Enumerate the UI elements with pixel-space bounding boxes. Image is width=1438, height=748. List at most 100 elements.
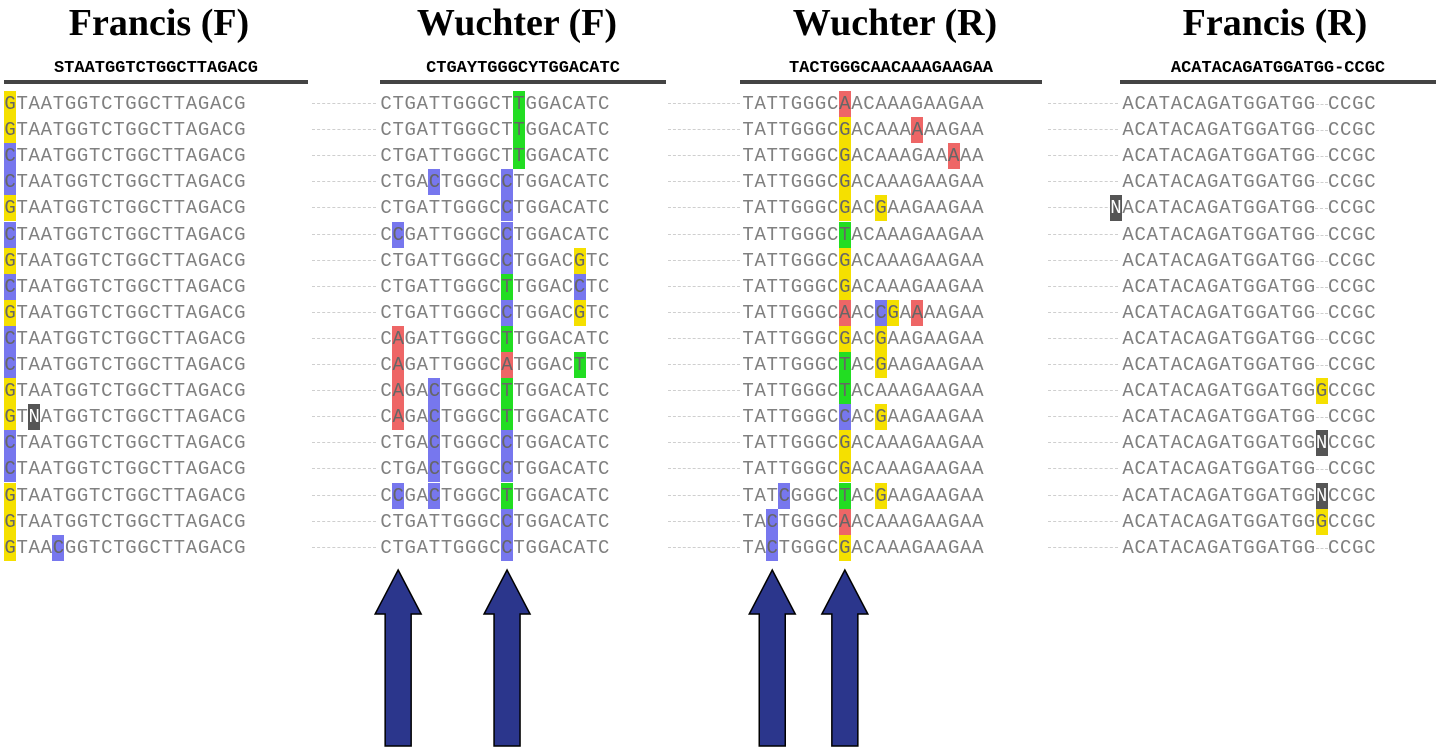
base: T <box>778 354 791 376</box>
alignment-gap <box>1048 129 1118 131</box>
base: G <box>838 456 851 483</box>
base: C <box>598 223 610 246</box>
base: G <box>4 299 17 326</box>
base: C <box>863 458 875 481</box>
sequence-segment: ACATACAGATGGATGG CCGC <box>1122 535 1376 561</box>
base: C <box>561 275 574 298</box>
base: T <box>1231 249 1243 272</box>
base: G <box>790 197 803 220</box>
base: A <box>1122 354 1134 376</box>
sequence-segment: ACATACAGATGGATGG CCGC <box>1122 248 1376 274</box>
base: G <box>452 458 465 481</box>
base: G <box>465 197 477 220</box>
base: G <box>814 458 827 481</box>
base: A <box>209 406 222 429</box>
base: G <box>1207 275 1219 298</box>
base: A <box>899 145 911 168</box>
base: A <box>935 354 948 376</box>
base: A <box>1267 380 1279 403</box>
base: C <box>380 354 392 376</box>
base: T <box>778 119 791 142</box>
base: G <box>465 93 477 115</box>
base: A <box>899 301 911 324</box>
sequence-segment: CAGATTGGGCATGGACTTC <box>380 352 610 378</box>
base: A <box>851 380 863 403</box>
base: G <box>1291 275 1304 298</box>
base: A <box>887 327 899 350</box>
base: C <box>1182 249 1195 272</box>
base: T <box>1279 249 1291 272</box>
base: A <box>972 119 984 142</box>
base: G <box>1255 406 1267 429</box>
base: A <box>185 458 198 481</box>
base: G <box>4 195 17 222</box>
base: T <box>113 197 125 220</box>
base: T <box>440 145 453 168</box>
base: C <box>875 299 888 326</box>
base: A <box>923 536 936 559</box>
base: G <box>1352 223 1364 246</box>
base: T <box>52 327 65 350</box>
base: A <box>911 117 924 144</box>
base: C <box>222 223 234 246</box>
base: G <box>814 301 827 324</box>
base: T <box>766 327 778 350</box>
base: T <box>52 484 65 507</box>
base: C <box>149 223 161 246</box>
base: C <box>1364 301 1376 324</box>
base: G <box>1303 406 1316 429</box>
base: C <box>380 93 392 115</box>
base: G <box>947 354 960 376</box>
base: A <box>899 249 911 272</box>
base: C <box>222 301 234 324</box>
base: T <box>113 119 125 142</box>
base: A <box>923 197 936 220</box>
base: A <box>887 536 899 559</box>
base: G <box>814 484 827 507</box>
base: A <box>899 406 911 429</box>
base: T <box>513 380 525 403</box>
base: T <box>838 378 851 405</box>
base: C <box>489 197 501 220</box>
base: G <box>465 223 477 246</box>
base: T <box>16 458 28 481</box>
base: G <box>573 299 586 326</box>
base: A <box>972 484 984 507</box>
base: A <box>887 510 899 533</box>
base: T <box>1279 458 1291 481</box>
base: T <box>173 223 186 246</box>
base: A <box>1146 484 1158 507</box>
base: T <box>161 380 173 403</box>
base: T <box>392 93 404 115</box>
base: A <box>40 458 53 481</box>
base: C <box>1340 275 1352 298</box>
base: C <box>827 93 839 115</box>
base: C <box>863 249 875 272</box>
base: G <box>125 484 137 507</box>
alignment-gap <box>1048 442 1118 444</box>
primer-francis-r: ACATACAGATGGATGG-CCGC <box>1120 58 1436 84</box>
base: A <box>960 406 972 429</box>
base: A <box>185 380 198 403</box>
base: A <box>209 458 222 481</box>
base: G <box>76 380 89 403</box>
base: T <box>52 93 65 115</box>
base: C <box>1340 458 1352 481</box>
base: G <box>1207 145 1219 168</box>
base: G <box>1291 432 1304 455</box>
base: C <box>561 354 574 376</box>
base: A <box>1170 301 1183 324</box>
base: T <box>513 249 525 272</box>
base: G <box>1291 354 1304 376</box>
base: G <box>1255 327 1267 350</box>
base: T <box>742 458 754 481</box>
primer-wuchter-f: CTGAYTGGGCYTGGACATC <box>380 58 666 84</box>
base: A <box>209 354 222 376</box>
base: A <box>185 249 198 272</box>
alignment-gap <box>668 364 740 365</box>
base: C <box>598 536 610 559</box>
base: A <box>1170 484 1183 507</box>
base: T <box>742 327 754 350</box>
base: T <box>513 223 525 246</box>
